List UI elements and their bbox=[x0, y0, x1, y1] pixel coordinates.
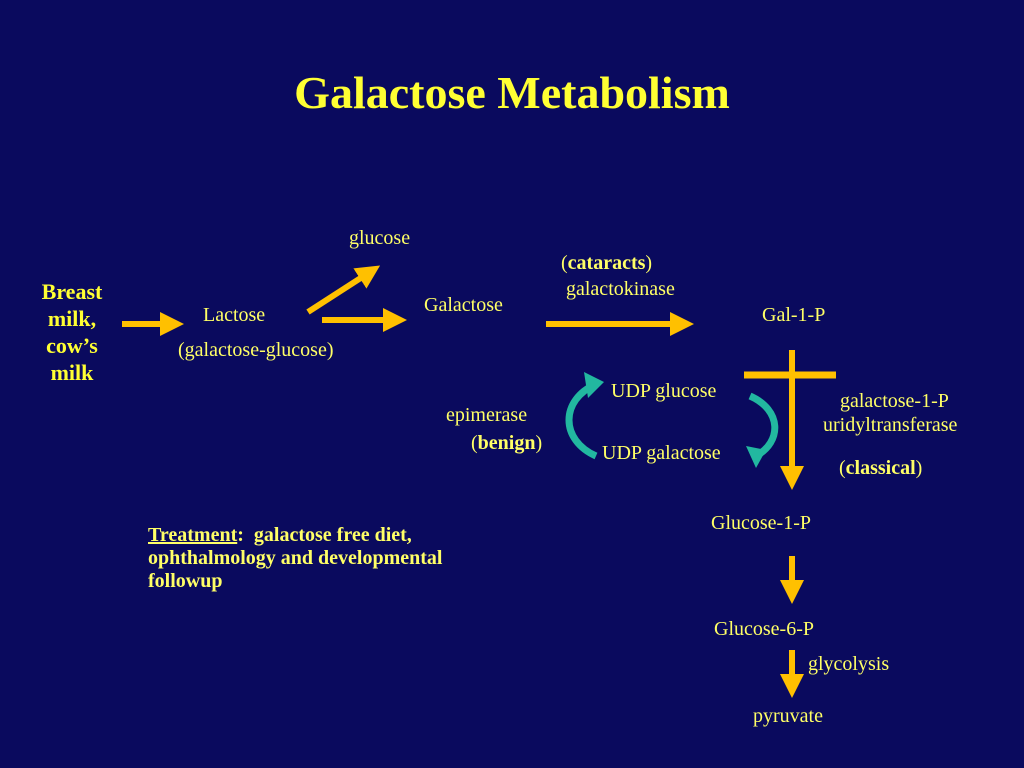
enzyme-glycolysis: glycolysis bbox=[808, 653, 890, 675]
classical-label: classical bbox=[845, 457, 916, 479]
transferase-deficiency: (classical) bbox=[839, 457, 923, 479]
node-glucose: glucose bbox=[349, 227, 411, 249]
node-lactose-composition: (galactose-glucose) bbox=[178, 339, 334, 361]
enzyme-epimerase: epimerase bbox=[446, 404, 528, 426]
milk-source: Breast milk, cow’s milk bbox=[22, 278, 122, 386]
source-line: cow’s bbox=[46, 333, 98, 358]
node-udp-glucose: UDP glucose bbox=[611, 380, 717, 402]
slide-title: Galactose Metabolism bbox=[294, 67, 730, 118]
epimerase-cycle-arrow bbox=[565, 372, 604, 460]
node-gal1p: Gal-1-P bbox=[762, 304, 826, 326]
node-lactose: Lactose bbox=[203, 304, 266, 326]
cataracts-label: cataracts bbox=[567, 252, 646, 274]
source-line: milk bbox=[50, 360, 94, 385]
treatment-text: galactose free diet, ophthalmology and d… bbox=[148, 524, 443, 592]
treatment-label: Treatment bbox=[148, 524, 238, 546]
node-galactose: Galactose bbox=[424, 294, 503, 316]
enzyme-transferase-line1: galactose-1-P bbox=[840, 390, 949, 412]
transferase-cycle-arrow bbox=[746, 392, 779, 468]
treatment-note: Treatment: galactose free diet, ophthalm… bbox=[148, 524, 443, 592]
source-line: milk, bbox=[47, 306, 97, 331]
epimerase-deficiency: (benign) bbox=[471, 432, 543, 454]
enzyme-transferase-line2: uridyltransferase bbox=[823, 414, 958, 436]
enzyme-galactokinase: galactokinase bbox=[566, 278, 675, 300]
benign-label: benign bbox=[477, 432, 536, 454]
node-glucose6p: Glucose-6-P bbox=[714, 618, 814, 640]
node-glucose1p: Glucose-1-P bbox=[711, 512, 811, 534]
source-line: Breast bbox=[41, 279, 103, 304]
node-pyruvate: pyruvate bbox=[753, 705, 823, 727]
node-udp-galactose: UDP galactose bbox=[602, 442, 721, 464]
arrow-lactose-to-glucose bbox=[306, 265, 381, 315]
galactokinase-deficiency: (cataracts) bbox=[561, 252, 653, 274]
